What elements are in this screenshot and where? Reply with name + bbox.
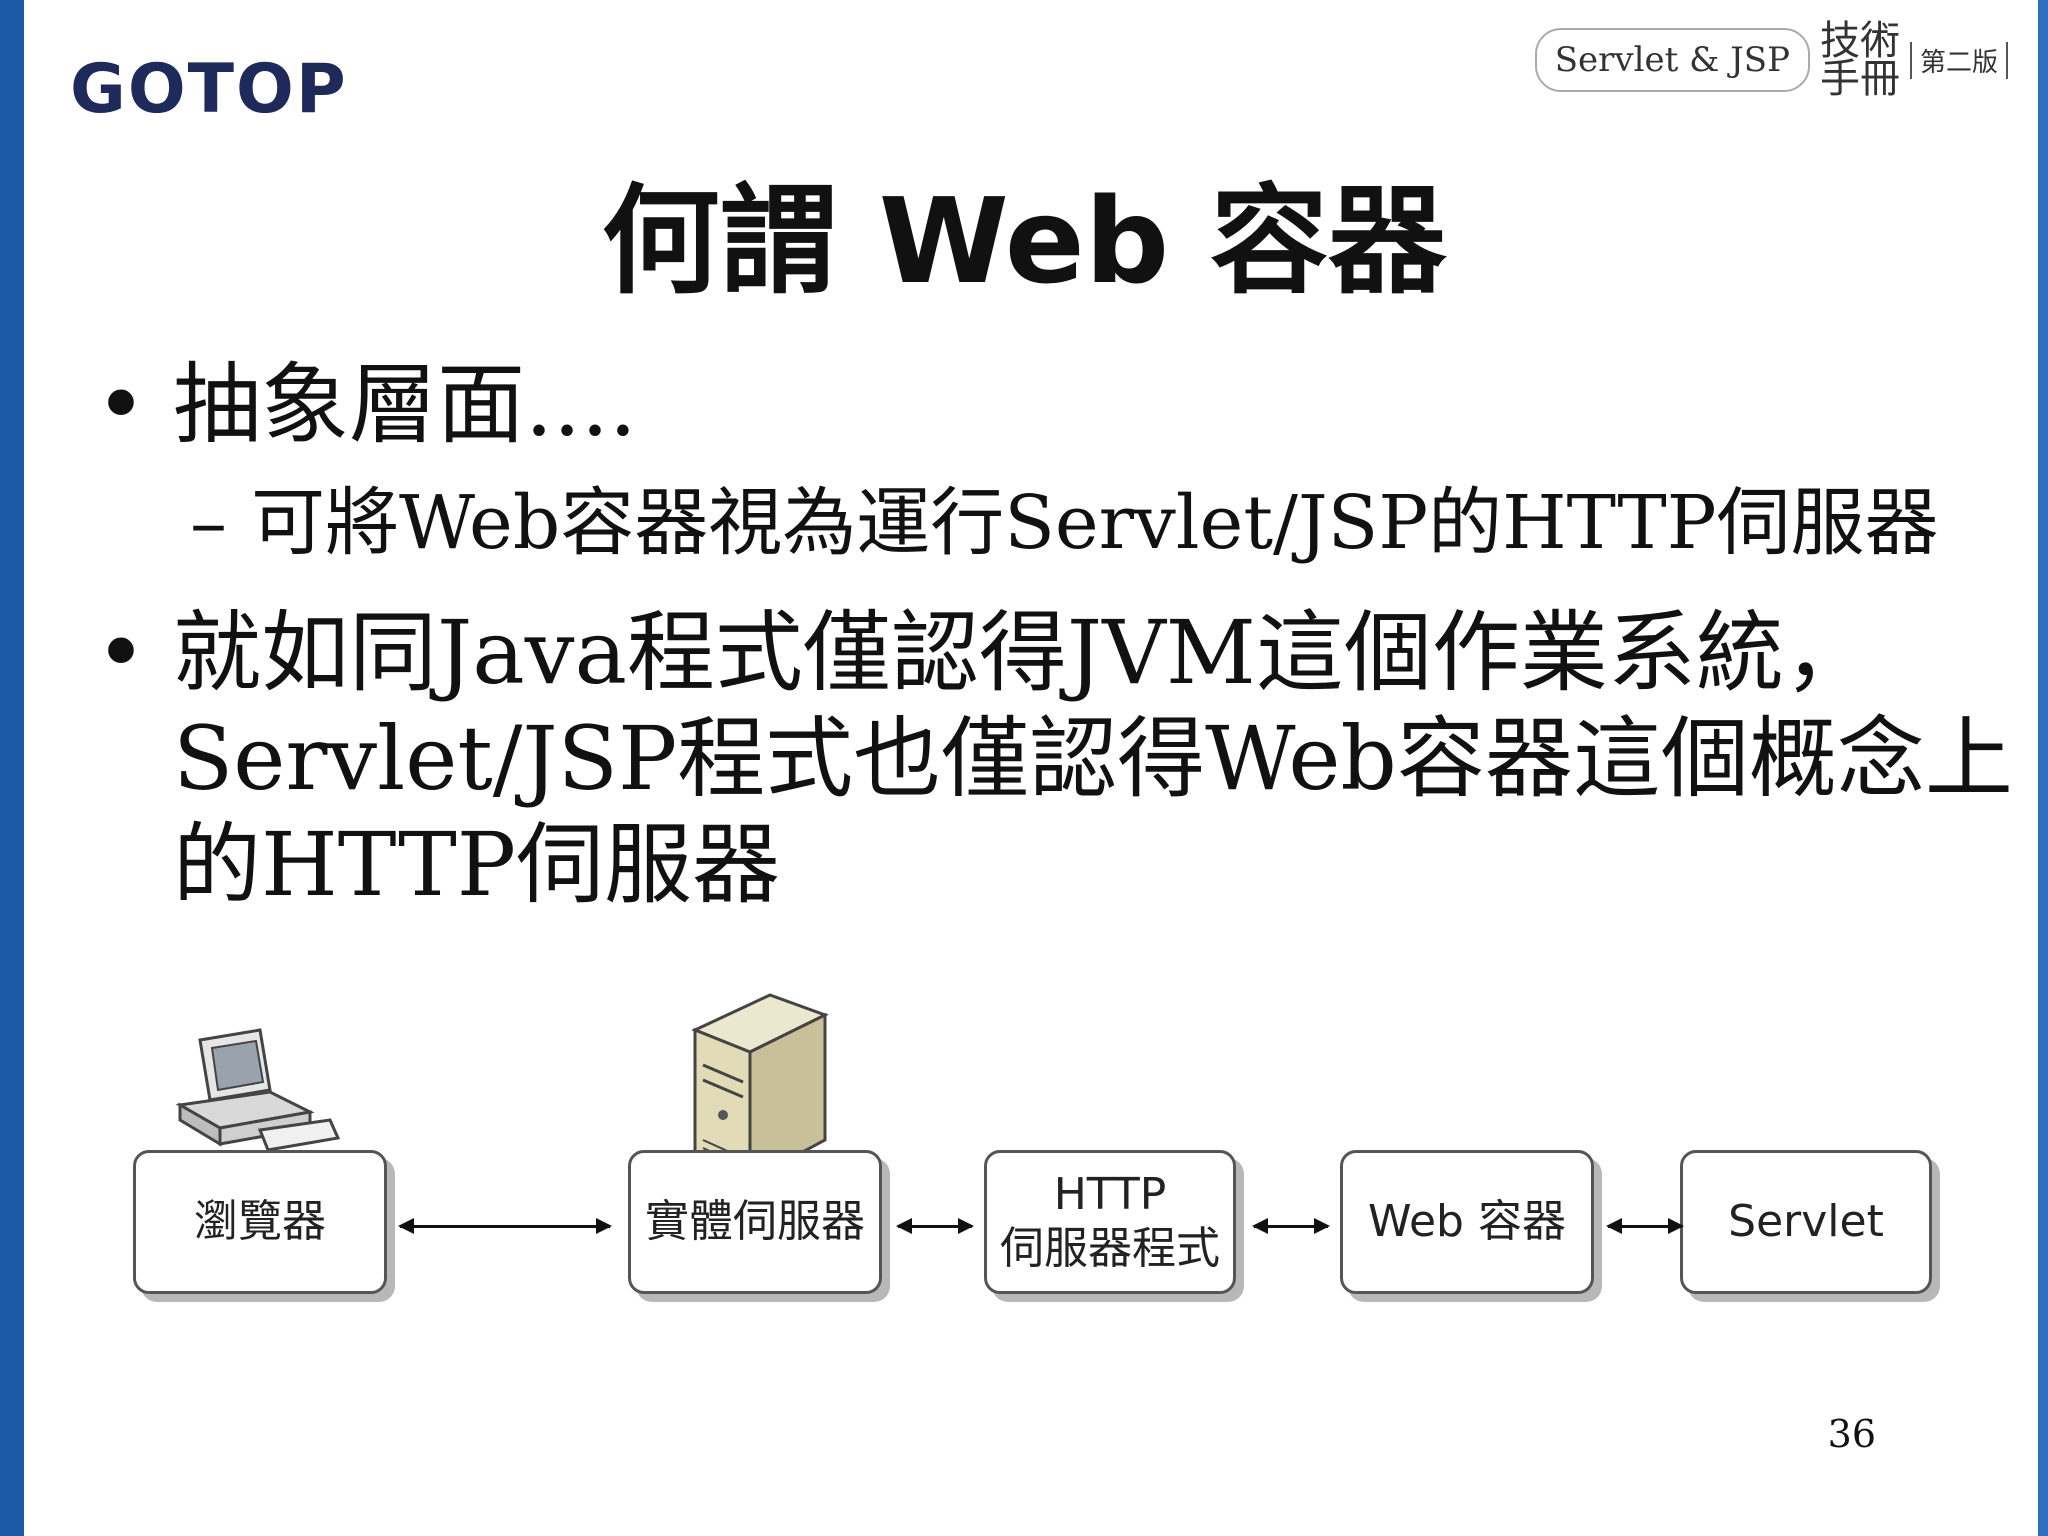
sub-bullet-dash: – — [190, 480, 227, 566]
bullet-1-text: 抽象層面.... — [173, 353, 637, 456]
diagram-box-servlet: Servlet — [1680, 1150, 1932, 1294]
publisher-logo: GOTOP — [70, 50, 348, 129]
book-brand: Servlet & JSP 技術手冊 第二版 — [1534, 18, 2008, 102]
diagram-box-http-server-program: HTTP 伺服器程式 — [984, 1150, 1236, 1294]
bullet-2-line-3: 的HTTP伺服器 — [173, 813, 780, 916]
desktop-computer-icon — [175, 1028, 340, 1152]
architecture-diagram: 瀏覽器 實體伺服器 HTTP 伺服器程式 Web 容器 Servlet — [0, 960, 2048, 1360]
brand-edition: 第二版 — [1909, 41, 2008, 79]
arrow-server-http — [896, 1218, 974, 1234]
arrow-browser-server — [398, 1218, 612, 1234]
server-tower-icon — [691, 993, 829, 1183]
bullet-dot: • — [95, 601, 147, 704]
sub-bullet-1-text: 可將Web容器視為運行Servlet/JSP的HTTP伺服器 — [251, 480, 1939, 566]
arrow-container-servlet — [1606, 1218, 1684, 1234]
diagram-box-browser: 瀏覽器 — [133, 1150, 387, 1294]
diagram-box-physical-server: 實體伺服器 — [628, 1150, 882, 1294]
slide-title: 何謂 Web 容器 — [601, 172, 1447, 310]
bullet-2-line-2: Servlet/JSP程式也僅認得Web容器這個概念上 — [173, 707, 2013, 810]
bullet-dot: • — [95, 353, 147, 456]
brand-calligraphy: 技術手冊 — [1819, 18, 1900, 102]
sub-bullet-1: –可將Web容器視為運行Servlet/JSP的HTTP伺服器 — [190, 478, 1939, 568]
page-number: 36 — [1827, 1412, 1876, 1456]
bullet-2-line-1: 就如同Java程式僅認得JVM這個作業系統， — [173, 601, 1872, 704]
arrow-http-container — [1252, 1218, 1330, 1234]
left-accent-bar — [0, 0, 24, 1536]
right-accent-bar — [2038, 0, 2048, 1536]
brand-book-title: Servlet & JSP — [1534, 28, 1810, 92]
diagram-box-web-container: Web 容器 — [1340, 1150, 1594, 1294]
